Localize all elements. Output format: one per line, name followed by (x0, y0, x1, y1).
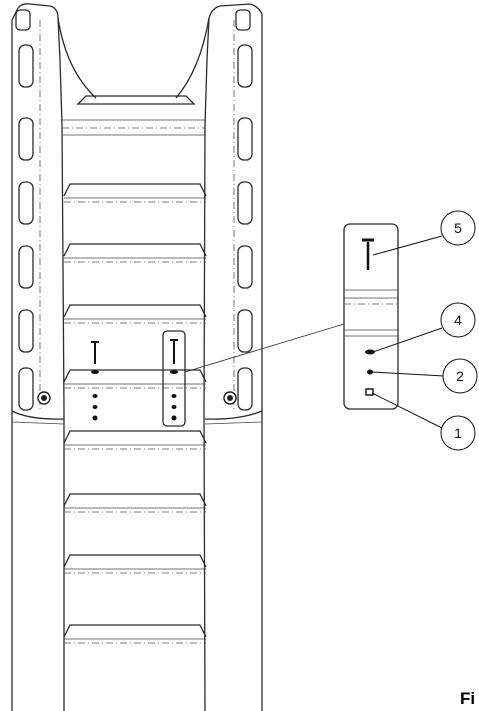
callout-1: 1 (440, 415, 476, 451)
left-rail (11, 3, 97, 711)
fastener-stack-right (162, 330, 186, 427)
pivot-bolts (37, 391, 237, 405)
figure-caption: Fi (460, 689, 476, 708)
ladder-steps (63, 183, 207, 644)
detail-leader-line (184, 323, 345, 373)
callout-4: 4 (440, 302, 476, 338)
right-rail (175, 3, 263, 711)
step (63, 243, 207, 263)
step (63, 554, 207, 574)
step (63, 369, 207, 389)
step (63, 624, 207, 644)
step (63, 493, 207, 513)
step (63, 183, 207, 203)
callout-5: 5 (440, 210, 476, 246)
callout-4-label: 4 (454, 312, 462, 328)
callout-2: 2 (442, 358, 478, 394)
callout-leaders (371, 235, 445, 429)
top-handle (62, 95, 206, 136)
callout-1-label: 1 (454, 425, 462, 441)
step (63, 430, 207, 450)
left-rail-slots (15, 9, 34, 411)
step (63, 304, 207, 324)
detail-view (343, 223, 399, 410)
callout-2-label: 2 (456, 368, 464, 384)
right-rail-slots (235, 9, 253, 411)
callout-5-label: 5 (454, 220, 462, 236)
fastener-stack-left (91, 341, 99, 421)
